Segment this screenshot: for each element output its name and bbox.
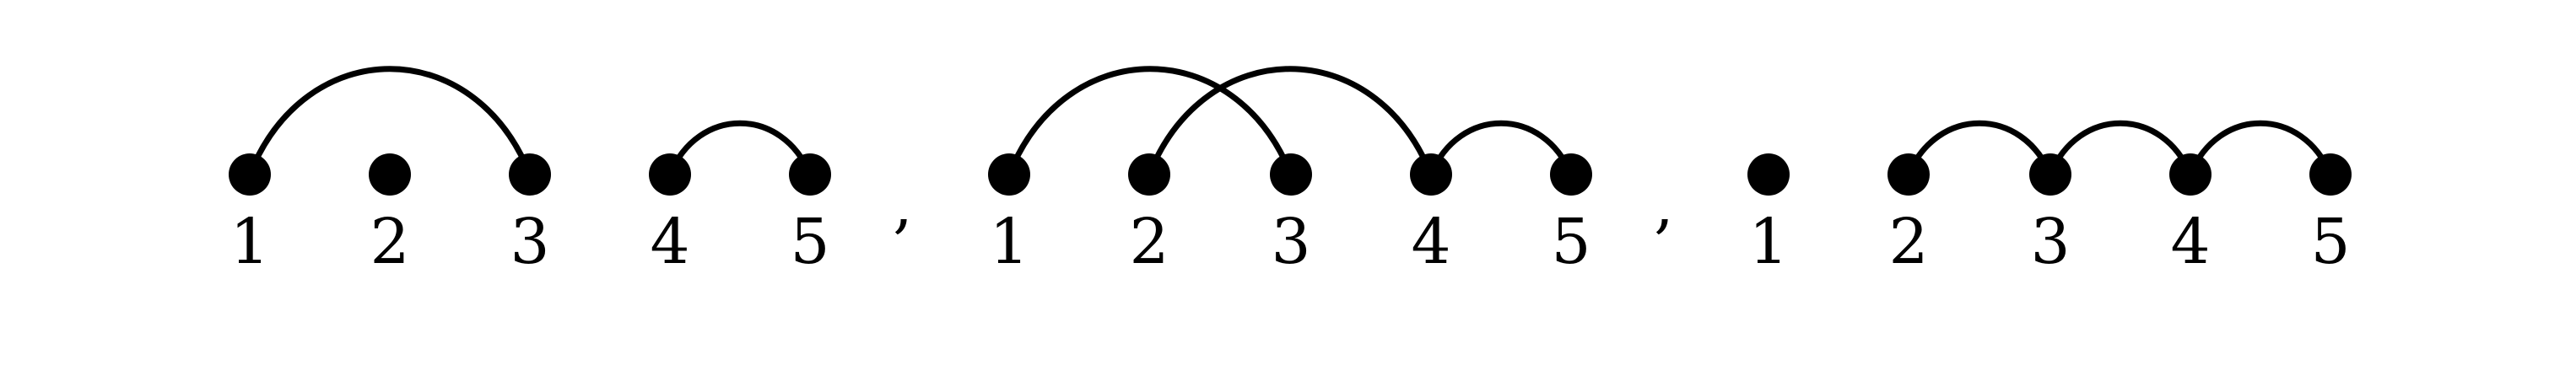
- node-1: [988, 153, 1030, 196]
- node-2: [1887, 153, 1930, 196]
- arc-4-5: [667, 120, 813, 178]
- diagram-group-3: 1 2 3 4 5: [1747, 120, 2352, 278]
- arc-3-4: [2047, 120, 2194, 178]
- arc-4-5: [2187, 120, 2334, 178]
- node-label-4: 4: [1411, 206, 1450, 278]
- node-3: [509, 153, 551, 196]
- node-label-1: 1: [1748, 206, 1788, 278]
- node-5: [789, 153, 831, 196]
- arc-2-4: [1146, 66, 1434, 178]
- node-label-5: 5: [790, 206, 829, 278]
- arc-4-5: [1428, 120, 1574, 178]
- node-label-5: 5: [1551, 206, 1590, 278]
- node-5: [2309, 153, 2352, 196]
- node-label-1: 1: [230, 206, 269, 278]
- node-2: [1128, 153, 1170, 196]
- node-4: [1410, 153, 1452, 196]
- node-label-4: 4: [650, 206, 689, 278]
- group-separator: ,: [893, 169, 913, 241]
- node-label-1: 1: [989, 206, 1029, 278]
- arc-2-3: [1905, 120, 2054, 178]
- node-label-3: 3: [1271, 206, 1310, 278]
- node-4: [2169, 153, 2211, 196]
- node-label-2: 2: [1888, 206, 1928, 278]
- node-1: [229, 153, 271, 196]
- node-5: [1550, 153, 1592, 196]
- node-label-2: 2: [1129, 206, 1169, 278]
- node-4: [649, 153, 691, 196]
- node-label-3: 3: [510, 206, 549, 278]
- node-label-5: 5: [2310, 206, 2350, 278]
- arc-1-3: [246, 66, 533, 178]
- diagram-group-2: 1 2 3 4 5: [988, 66, 1592, 278]
- node-2: [369, 153, 411, 196]
- group-separator: ,: [1654, 169, 1674, 241]
- node-label-3: 3: [2030, 206, 2070, 278]
- arc-1-3: [1006, 66, 1294, 178]
- node-3: [2029, 153, 2071, 196]
- diagram-group-1: 1 2 3 4 5: [229, 66, 831, 278]
- node-1: [1747, 153, 1790, 196]
- node-3: [1270, 153, 1312, 196]
- node-label-4: 4: [2170, 206, 2210, 278]
- node-label-2: 2: [370, 206, 409, 278]
